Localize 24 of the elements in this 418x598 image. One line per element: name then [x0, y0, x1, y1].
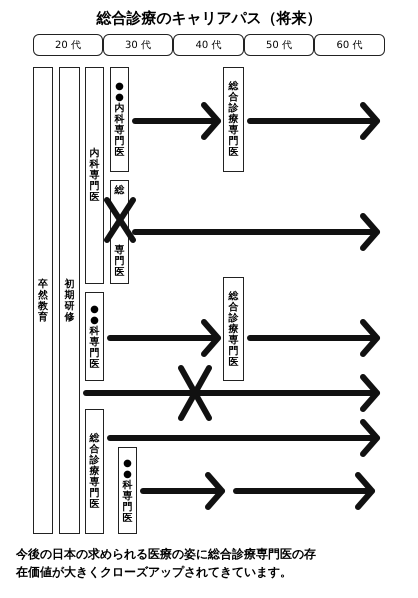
age-band: 20 代	[33, 34, 103, 56]
age-band: 30 代	[103, 34, 173, 56]
age-band: 40 代	[173, 34, 244, 56]
stage-box: 初期研修	[59, 67, 80, 534]
arrow	[247, 319, 380, 357]
stage-box: ●●科専門医	[118, 447, 137, 534]
arrow	[140, 472, 225, 510]
stage-box: 卒然教育	[33, 67, 53, 534]
caption: 今後の日本の求められる医療の姿に総合診療専門医の存在価値が大きくクローズアップされてきています。	[16, 546, 316, 581]
arrow	[132, 102, 221, 140]
arrow	[107, 319, 221, 357]
stage-box: ●●内科専門医	[110, 67, 129, 172]
arrow	[83, 374, 380, 412]
age-band: 60 代	[314, 34, 385, 56]
age-band: 50 代	[244, 34, 314, 56]
stage-box: ●●科専門医	[85, 292, 104, 381]
stage-box: 総合診療専門医	[223, 277, 244, 381]
arrow	[132, 213, 380, 251]
arrow	[247, 102, 380, 140]
stage-box: 総合診療専門医	[85, 409, 104, 534]
arrow	[107, 419, 380, 457]
diagram-title: 総合診療のキャリアパス（将来）	[95, 8, 322, 28]
stage-box: 内科専門医	[85, 67, 104, 284]
stage-box: 総合診療専門医	[223, 67, 244, 172]
